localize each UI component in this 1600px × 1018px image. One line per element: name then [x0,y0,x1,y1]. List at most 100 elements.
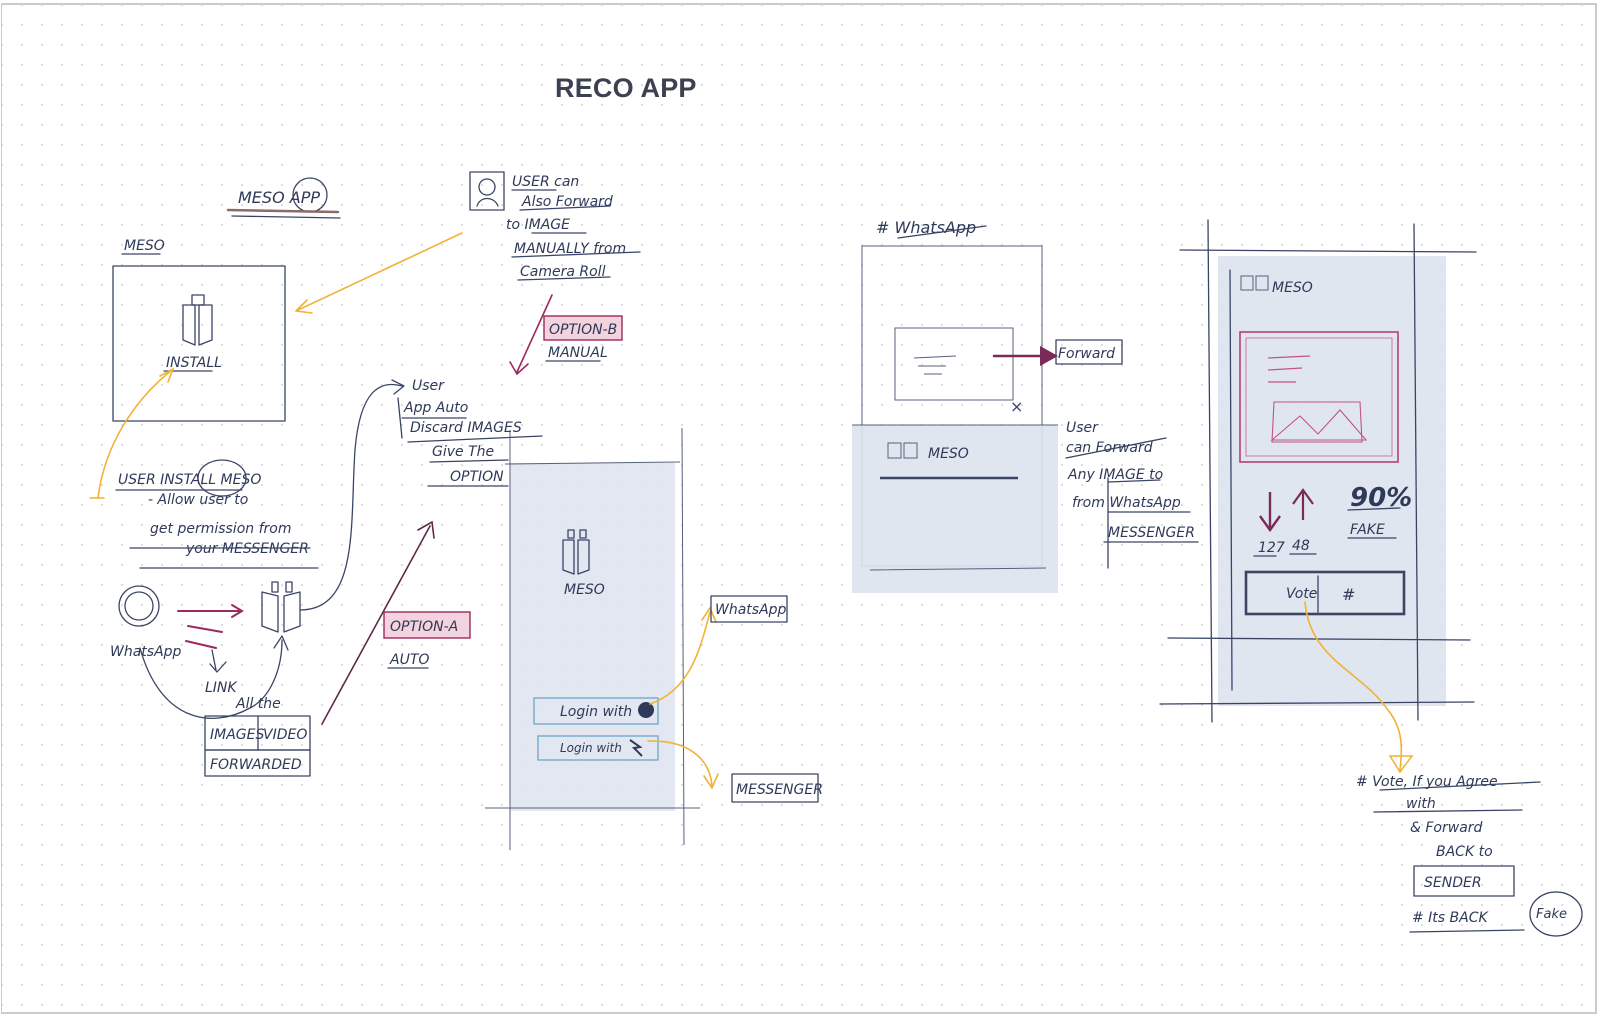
meso-label: MESO [124,238,165,254]
whatsapp-box [710,595,788,623]
result-vote-sketch: MESO 127 48 90% FAKE Vote # # Vote, If y… [1159,219,1583,937]
svg-text:SENDER: SENDER [1424,875,1482,891]
svg-text:USER INSTALL MESO: USER INSTALL MESO [118,472,261,488]
user-install-note: USER INSTALL MESO - Allow user to get pe… [115,459,319,569]
vote-symbol: # [1342,585,1355,604]
manual-label: MANUAL [548,345,608,361]
messenger-login-arrow [647,740,713,787]
option-a-tag [383,611,471,639]
up-count: 48 [1292,538,1310,554]
svg-text:Give The: Give The [432,444,494,460]
sender-box [1413,865,1515,897]
user-can-note: USER can Also Forward to IMAGE MANUALLY … [506,174,641,281]
vote-up-arrow[interactable] [1292,488,1314,520]
svg-text:get permission from: get permission from [150,521,291,537]
svg-text:USER can: USER can [512,174,579,190]
whatsapp-flow: WhatsApp LINK All the I [110,379,405,777]
forward-label: Forward [1058,346,1115,362]
svg-text:Also Forward: Also Forward [521,194,613,210]
image-placeholder-icon [1270,401,1368,443]
login-messenger-button[interactable] [537,735,659,761]
result-phone-screen [1218,256,1446,706]
whatsapp-box-label: WhatsApp [715,602,787,618]
link-arrow-right [177,604,244,618]
messenger-box [731,773,819,803]
svg-text:Discard IMAGES: Discard IMAGES [410,420,522,436]
fake-label: FAKE [1350,522,1385,538]
login-whatsapp-button[interactable] [533,697,659,725]
svg-text:User: User [1066,420,1099,436]
meso-app-icon [182,294,213,346]
option-b-label: OPTION-B [549,322,617,338]
images-cell: IMAGES [210,727,264,743]
camera-roll-icon [469,171,505,211]
option-b-tag [543,315,623,341]
meso-share-sheet [852,425,1058,593]
svg-text:OPTION: OPTION [450,469,504,485]
flow-curve-to-discard [299,383,403,611]
fake-circle-label: Fake [1536,907,1567,922]
whatsapp-header: # WhatsApp [876,218,976,237]
user-forward-note: User can Forward Any IMAGE to from Whats… [1065,420,1199,569]
svg-text:Camera Roll: Camera Roll [520,264,606,280]
option-b-arrow [509,294,553,376]
whatsapp-share-sketch: # WhatsApp × Forward MESO User can Forwa… [852,218,1199,593]
whatsapp-mini-icon [638,702,654,718]
page-title: RECO APP [555,73,697,103]
phone-screen [510,463,675,811]
flow-curve-to-link [139,639,283,719]
forwarded-box [204,749,311,777]
svg-text:Any IMAGE to: Any IMAGE to [1067,467,1163,483]
whatsapp-icon [118,585,160,627]
suspect-image-card [1239,331,1399,463]
svg-text:App Auto: App Auto [403,400,468,416]
down-count: 127 [1258,540,1285,556]
svg-text:User: User [412,378,445,394]
meso-app-header: MESO APP [238,188,320,207]
link-label: LINK [205,680,238,696]
forward-box[interactable] [1055,339,1123,365]
meso-sheet-label: MESO [928,446,969,462]
svg-text:from WhatsApp: from WhatsApp [1072,495,1181,511]
svg-text:to IMAGE: to IMAGE [506,217,570,233]
meso-sheet-icon [887,442,902,459]
fake-circle [1529,891,1583,937]
vote-button[interactable] [1244,570,1406,616]
whatsapp-label: WhatsApp [110,644,182,660]
install-arrow [97,369,173,499]
fake-percent: 90% [1350,483,1412,513]
close-symbol[interactable]: × [1010,397,1023,416]
svg-text:MESSENGER: MESSENGER [1108,525,1195,541]
result-meso-icon [1240,275,1254,291]
result-meso-label: MESO [1272,280,1313,296]
vote-button-label: Vote [1286,586,1317,602]
meso-app-frame [112,265,286,422]
messenger-mini-icon [629,739,643,757]
option-a-label: OPTION-A [390,619,458,635]
svg-text:BACK to: BACK to [1436,844,1493,860]
app-auto-note: User App Auto Discard IMAGES Give The OP… [397,378,543,487]
whatsapp-login-arrow [649,611,711,705]
login-messenger-label: Login with [560,741,622,755]
meso-small-icon [261,581,301,633]
option-a-arrow [321,520,435,725]
manual-forward-arrow [295,232,463,312]
svg-text:your MESSENGER: your MESSENGER [185,541,309,557]
svg-text:with: with [1406,796,1436,812]
svg-text:can Forward: can Forward [1066,440,1153,456]
login-phone-sketch: MESO Login with Login with WhatsApp MESS… [485,427,823,850]
all-the-label: All the [235,696,281,712]
auto-label: AUTO [389,652,429,668]
svg-text:# Its BACK: # Its BACK [1412,910,1490,926]
image-message-card [894,327,1014,401]
link-arrow-left [185,625,223,649]
messenger-box-label: MESSENGER [736,782,823,798]
install-label: INSTALL [166,355,222,371]
phone-meso-label: MESO [564,582,605,598]
vote-down-arrow[interactable] [1259,492,1281,533]
svg-text:& Forward: & Forward [1410,820,1483,836]
meso-install-sketch: MESO APP MESO INSTALL USER INSTALL MESO … [89,177,463,777]
meso-app-underline [226,208,340,214]
